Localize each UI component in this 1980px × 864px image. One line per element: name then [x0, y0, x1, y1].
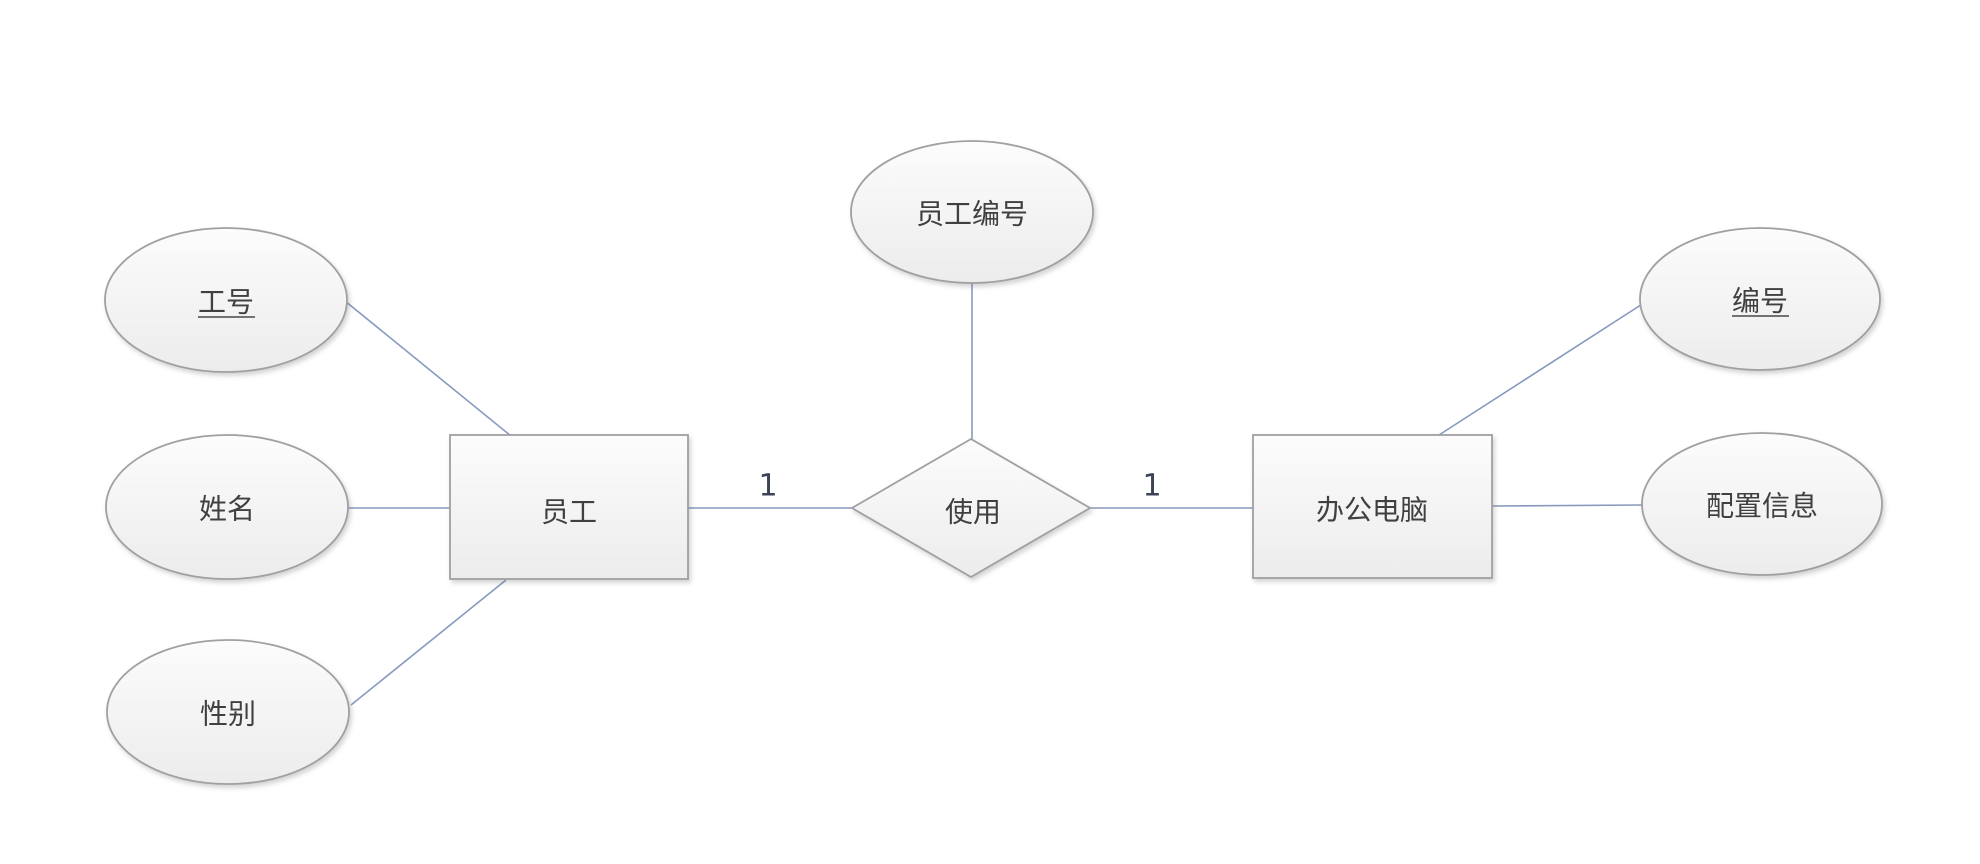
cardinality-right-label: 1 — [1142, 469, 1161, 504]
relationship-use-label: 使用 — [945, 496, 1001, 529]
label-layer: 工号 姓名 性别 员工 员工编号 使用 办公电脑 编号 配置信息 1 1 — [198, 198, 1818, 731]
connector-computer-bianhao — [1438, 300, 1648, 436]
attribute-xingming-ellipse — [105, 434, 349, 580]
connector-layer — [344, 283, 1648, 706]
cardinality-left-label: 1 — [758, 469, 777, 504]
attribute-xingming-label: 姓名 — [199, 493, 255, 526]
attribute-xingbie-ellipse — [106, 639, 350, 785]
attribute-xingbie-label: 性别 — [200, 698, 256, 731]
entity-employee-label: 员工 — [541, 496, 597, 529]
attribute-bianhao-label: 编号 — [1732, 285, 1788, 318]
attribute-yuangongbianhao-ellipse — [850, 140, 1094, 284]
attribute-yuangongbianhao-label: 员工编号 — [916, 198, 1028, 231]
attribute-peizhixinxi-ellipse — [1641, 432, 1883, 576]
attribute-gonghao-ellipse — [104, 227, 348, 373]
connector-gonghao-employee — [344, 300, 512, 437]
relationship-use-diamond — [850, 437, 1092, 579]
entity-computer-box — [1252, 434, 1493, 579]
entity-employee-box — [449, 434, 689, 580]
attribute-bianhao-ellipse — [1639, 227, 1881, 371]
attribute-gonghao-label: 工号 — [198, 286, 254, 319]
connector-computer-peizhixinxi — [1491, 504, 1644, 507]
entity-computer-label: 办公电脑 — [1316, 494, 1428, 527]
shape-layer — [104, 140, 1883, 785]
attribute-peizhixinxi-label: 配置信息 — [1706, 490, 1818, 523]
connector-xingbie-employee — [350, 579, 507, 706]
